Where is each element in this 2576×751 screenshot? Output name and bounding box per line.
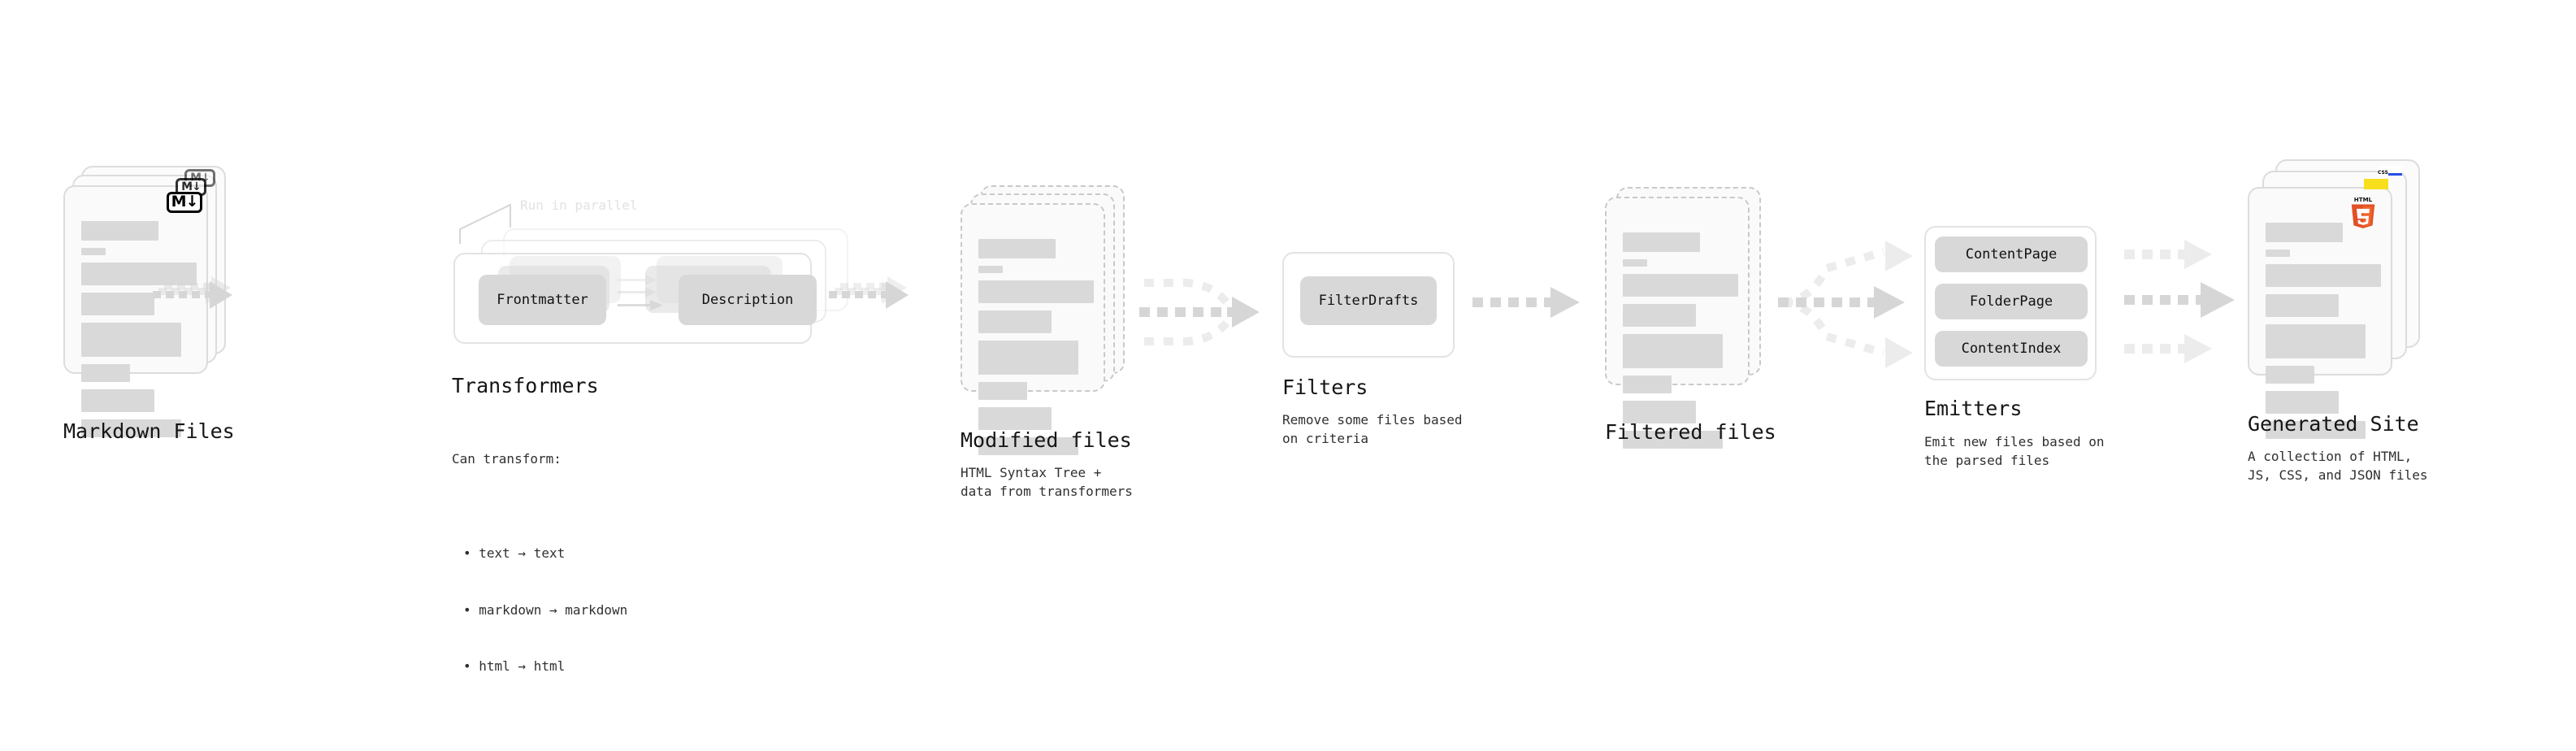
stage-caption: A collection of HTML, JS, CSS, and JSON … [2248, 449, 2428, 484]
arrow-filtered-to-emitters [1778, 241, 1913, 368]
skeleton-bar [81, 389, 154, 412]
skeleton-bar [81, 263, 197, 285]
list-item: text → text [463, 544, 627, 562]
skeleton-bar [81, 419, 181, 437]
filtered-doc-skeleton [1623, 232, 1738, 456]
modified-doc-stack [961, 185, 1131, 455]
stage-caption: Can transform: text → text markdown → ma… [452, 412, 627, 751]
arrow-modified-to-filters [1139, 279, 1260, 345]
stage-title: Filtered files [1605, 420, 1776, 444]
stage-title: Modified files [961, 428, 1132, 452]
run-in-parallel-label: Run in parallel [520, 198, 638, 213]
skeleton-bar [1623, 334, 1723, 368]
skeleton-bar [1623, 431, 1723, 449]
arrow-markdown-to-transformers [153, 276, 232, 309]
chip-filterdrafts[interactable]: FilterDrafts [1300, 276, 1437, 325]
skeleton-bar [81, 323, 181, 357]
skeleton-bar [978, 266, 1003, 273]
css-icon: CSS [2378, 166, 2402, 176]
arrow-filters-to-filtered [1472, 287, 1580, 318]
html5-icon: HTML [2348, 195, 2378, 228]
skeleton-bar [81, 364, 130, 382]
markdown-icon: M↓ [167, 192, 202, 213]
site-doc-stack: CSS HTML [2248, 159, 2426, 439]
markdown-doc-front [63, 185, 208, 437]
run-in-parallel-bracket [459, 203, 511, 244]
svg-text:HTML: HTML [2354, 196, 2373, 203]
skeleton-bar [2266, 250, 2290, 257]
skeleton-bar [2266, 294, 2339, 317]
markdown-doc-skeleton [81, 221, 197, 445]
css-icon-label: CSS [2378, 170, 2388, 176]
skeleton-bar [81, 221, 158, 241]
modified-doc-skeleton [978, 239, 1094, 462]
chip-folderpage[interactable]: FolderPage [1935, 284, 2088, 319]
skeleton-bar [2266, 223, 2343, 242]
modified-doc-front [961, 203, 1105, 455]
skeleton-bar [2266, 324, 2366, 358]
stage-title: Filters [1282, 376, 1368, 399]
filtered-doc-stack [1605, 187, 1776, 449]
filtered-doc-front [1605, 197, 1750, 449]
chip-contentpage[interactable]: ContentPage [1935, 237, 2088, 272]
css-icon-underline [2387, 173, 2402, 176]
skeleton-bar [978, 437, 1078, 455]
js-icon [2364, 179, 2388, 189]
skeleton-bar [1623, 304, 1696, 327]
stage-title: Emitters [1924, 397, 2023, 420]
stage-title: Transformers [452, 374, 599, 397]
skeleton-bar [2266, 264, 2381, 287]
transform-list: text → text markdown → markdown html → h… [452, 506, 627, 714]
skeleton-bar [978, 341, 1078, 375]
stage-caption: Emit new files based on the parsed files [1924, 434, 2105, 469]
transformer-inner-arrows [618, 275, 663, 310]
pipeline-diagram: M↓ M↓ M↓ Markdown Files Run in pa [0, 0, 2576, 681]
skeleton-bar [978, 310, 1052, 333]
skeleton-bar [1623, 376, 1672, 393]
chip-contentindex[interactable]: ContentIndex [1935, 331, 2088, 367]
stage-caption: HTML Syntax Tree + data from transformer… [961, 465, 1133, 500]
skeleton-bar [2266, 366, 2314, 384]
list-item: html → html [463, 657, 627, 675]
chip-description[interactable]: Description [679, 275, 817, 325]
caption-head: Can transform: [452, 451, 562, 467]
skeleton-bar [2266, 421, 2366, 439]
skeleton-bar [978, 382, 1027, 400]
skeleton-bar [1623, 232, 1700, 252]
stage-title: Markdown Files [63, 419, 235, 443]
skeleton-bar [2266, 391, 2339, 414]
list-item: markdown → markdown [463, 601, 627, 619]
skeleton-bar [81, 248, 106, 255]
stage-caption: Remove some files based on criteria [1282, 412, 1463, 447]
stage-title: Generated Site [2248, 412, 2419, 436]
site-doc-skeleton [2266, 223, 2381, 446]
chip-frontmatter[interactable]: Frontmatter [479, 275, 606, 325]
skeleton-bar [978, 239, 1056, 258]
skeleton-bar [1623, 274, 1738, 297]
skeleton-bar [978, 280, 1094, 303]
arrow-emitters-to-site [2124, 240, 2235, 363]
skeleton-bar [81, 293, 154, 315]
skeleton-bar [1623, 259, 1647, 267]
skeleton-bar [1623, 401, 1696, 423]
skeleton-bar [978, 407, 1052, 430]
arrow-transformers-to-modified [829, 276, 909, 309]
markdown-doc-stack: M↓ M↓ M↓ [63, 166, 234, 437]
